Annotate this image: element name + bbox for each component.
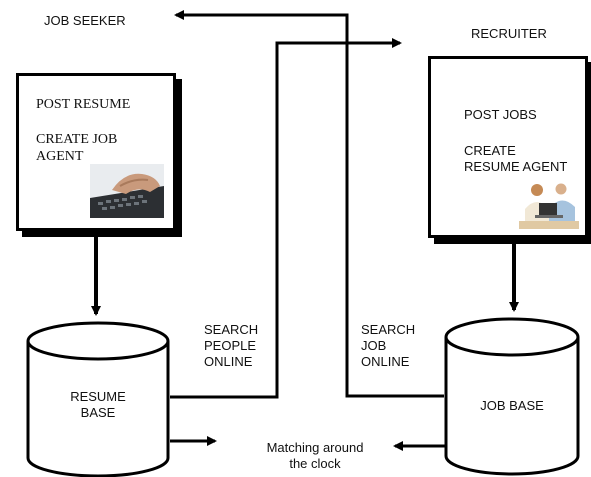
search-people-online-label: SEARCH PEOPLE ONLINE [204,322,259,369]
matching-label: Matching around the clock [266,440,364,471]
people-laptop-photo [517,181,581,229]
search-job-online-label: SEARCH JOB ONLINE [361,322,416,369]
post-resume-label: POST RESUME [36,97,131,112]
keyboard-photo [90,164,164,218]
create-job-agent-label: CREATE JOB AGENT [36,132,118,164]
job-seeker-title: JOB SEEKER [44,13,126,28]
job-base-cylinder [444,317,580,476]
post-jobs-label: POST JOBS [464,107,537,122]
resume-base-cylinder [26,321,170,477]
job-base-label: JOB BASE [480,398,544,413]
recruiter-title: RECRUITER [471,26,547,41]
arrow-search-job [174,10,444,398]
create-resume-agent-label: CREATE RESUME AGENT [464,143,568,174]
arrow-search-people [170,38,402,399]
resume-base-label: RESUME BASE [70,389,126,420]
